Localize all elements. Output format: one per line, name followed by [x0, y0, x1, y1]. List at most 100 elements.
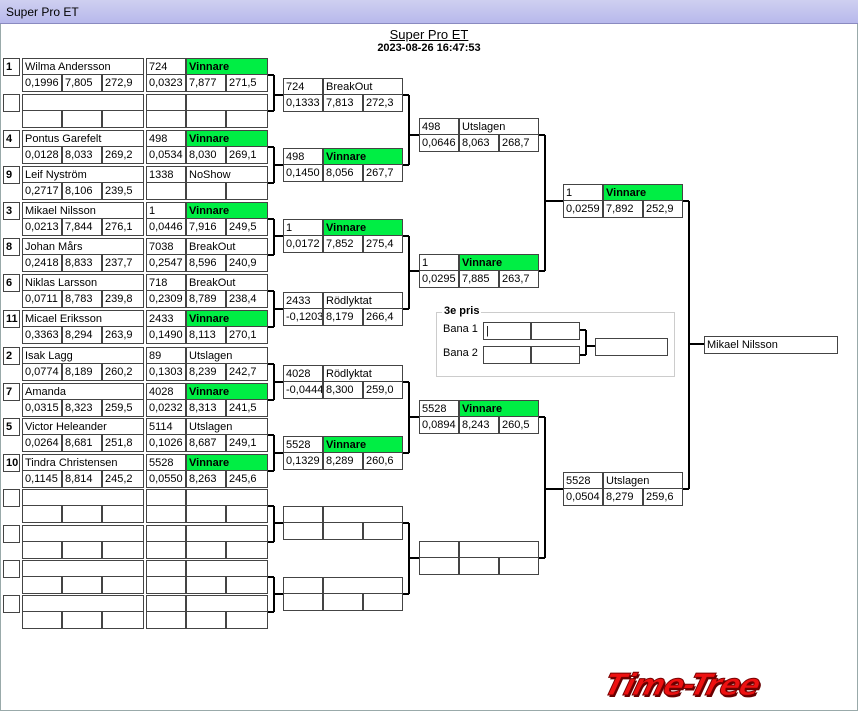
- speed: 268,7: [499, 134, 539, 152]
- reaction-time: 0,2547: [146, 254, 186, 272]
- reaction-time: 0,0259: [563, 200, 603, 218]
- speed: [499, 557, 539, 575]
- speed: 240,9: [226, 254, 268, 272]
- elapsed-time: [186, 182, 226, 200]
- reaction-time: 0,0446: [146, 218, 186, 236]
- reaction-time: [419, 557, 459, 575]
- page-datetime: 2023-08-26 16:47:53: [377, 42, 481, 54]
- seed-box: [3, 560, 20, 578]
- elapsed-time: 8,681: [62, 434, 102, 452]
- speed: 269,2: [102, 146, 144, 164]
- reaction-time: 0,1490: [146, 326, 186, 344]
- reaction-time: 0,1996: [22, 74, 62, 92]
- elapsed-time: 8,239: [186, 363, 226, 381]
- reaction-time: 0,2717: [22, 182, 62, 200]
- speed: 260,2: [102, 363, 144, 381]
- speed: [102, 110, 144, 128]
- status-badge: Utslagen: [186, 418, 268, 436]
- speed: [226, 611, 268, 629]
- competitor-name[interactable]: Niklas Larsson: [22, 274, 144, 292]
- reaction-time: 0,0504: [563, 488, 603, 506]
- competitor-name[interactable]: Leif Nyström: [22, 166, 144, 184]
- status-badge: Utslagen: [603, 472, 683, 490]
- seed-box: 3: [3, 202, 20, 220]
- elapsed-time: [186, 576, 226, 594]
- speed: [102, 611, 144, 629]
- seed-box: 6: [3, 274, 20, 292]
- reaction-time: -0,0444: [283, 381, 323, 399]
- elapsed-time: 7,885: [459, 270, 499, 288]
- speed: 269,1: [226, 146, 268, 164]
- status-badge: Vinnare: [323, 148, 403, 166]
- seed-box: 10: [3, 454, 20, 472]
- third-lane2-field[interactable]: [483, 346, 531, 364]
- elapsed-time: 8,279: [603, 488, 643, 506]
- status-badge: NoShow: [186, 166, 268, 184]
- seed-box: 8: [3, 238, 20, 256]
- bib-number: 724: [283, 78, 323, 96]
- bib-number: 724: [146, 58, 186, 76]
- competitor-name[interactable]: Johan Mårs: [22, 238, 144, 256]
- speed: 238,4: [226, 290, 268, 308]
- speed: 266,4: [363, 308, 403, 326]
- elapsed-time: [186, 505, 226, 523]
- reaction-time: 0,0711: [22, 290, 62, 308]
- third-prize-winner: [595, 338, 668, 356]
- bib-number: 5528: [283, 436, 323, 454]
- reaction-time: [146, 505, 186, 523]
- speed: 263,7: [499, 270, 539, 288]
- third-prize-legend: 3e pris: [442, 305, 482, 317]
- reaction-time: [283, 522, 323, 540]
- speed: [102, 576, 144, 594]
- speed: [363, 593, 403, 611]
- speed: 239,8: [102, 290, 144, 308]
- lane2-label: Bana 2: [443, 347, 478, 359]
- reaction-time: 0,0323: [146, 74, 186, 92]
- reaction-time: 0,0534: [146, 146, 186, 164]
- seed-box: [3, 94, 20, 112]
- reaction-time: [283, 593, 323, 611]
- elapsed-time: 8,243: [459, 416, 499, 434]
- speed: 241,5: [226, 399, 268, 417]
- speed: 275,4: [363, 235, 403, 253]
- third-lane2-field2[interactable]: [531, 346, 580, 364]
- seed-box: 7: [3, 383, 20, 401]
- elapsed-time: 8,294: [62, 326, 102, 344]
- third-lane1-field[interactable]: |: [483, 322, 531, 340]
- speed: [226, 110, 268, 128]
- elapsed-time: [186, 541, 226, 559]
- third-lane1-field2[interactable]: [531, 322, 580, 340]
- reaction-time: -0,1203: [283, 308, 323, 326]
- title-bar: Super Pro ET: [0, 0, 858, 24]
- reaction-time: 0,1450: [283, 164, 323, 182]
- speed: 249,1: [226, 434, 268, 452]
- speed: [363, 522, 403, 540]
- reaction-time: 0,0172: [283, 235, 323, 253]
- elapsed-time: 7,813: [323, 94, 363, 112]
- reaction-time: [146, 576, 186, 594]
- seed-box: [3, 525, 20, 543]
- elapsed-time: [459, 557, 499, 575]
- elapsed-time: [62, 541, 102, 559]
- bib-number: 498: [146, 130, 186, 148]
- reaction-time: 0,0264: [22, 434, 62, 452]
- reaction-time: 0,1145: [22, 470, 62, 488]
- speed: 272,9: [102, 74, 144, 92]
- reaction-time: [146, 110, 186, 128]
- speed: 245,6: [226, 470, 268, 488]
- speed: 259,6: [643, 488, 683, 506]
- elapsed-time: 8,179: [323, 308, 363, 326]
- speed: 239,5: [102, 182, 144, 200]
- third-prize-group: [436, 312, 675, 377]
- lane1-label: Bana 1: [443, 323, 478, 335]
- elapsed-time: 8,189: [62, 363, 102, 381]
- status-badge: Vinnare: [186, 58, 268, 76]
- speed: 259,0: [363, 381, 403, 399]
- competitor-name[interactable]: Wilma Andersson: [22, 58, 144, 76]
- reaction-time: [22, 611, 62, 629]
- speed: 251,8: [102, 434, 144, 452]
- reaction-time: [22, 576, 62, 594]
- seed-box: 1: [3, 58, 20, 76]
- elapsed-time: [62, 110, 102, 128]
- elapsed-time: [62, 505, 102, 523]
